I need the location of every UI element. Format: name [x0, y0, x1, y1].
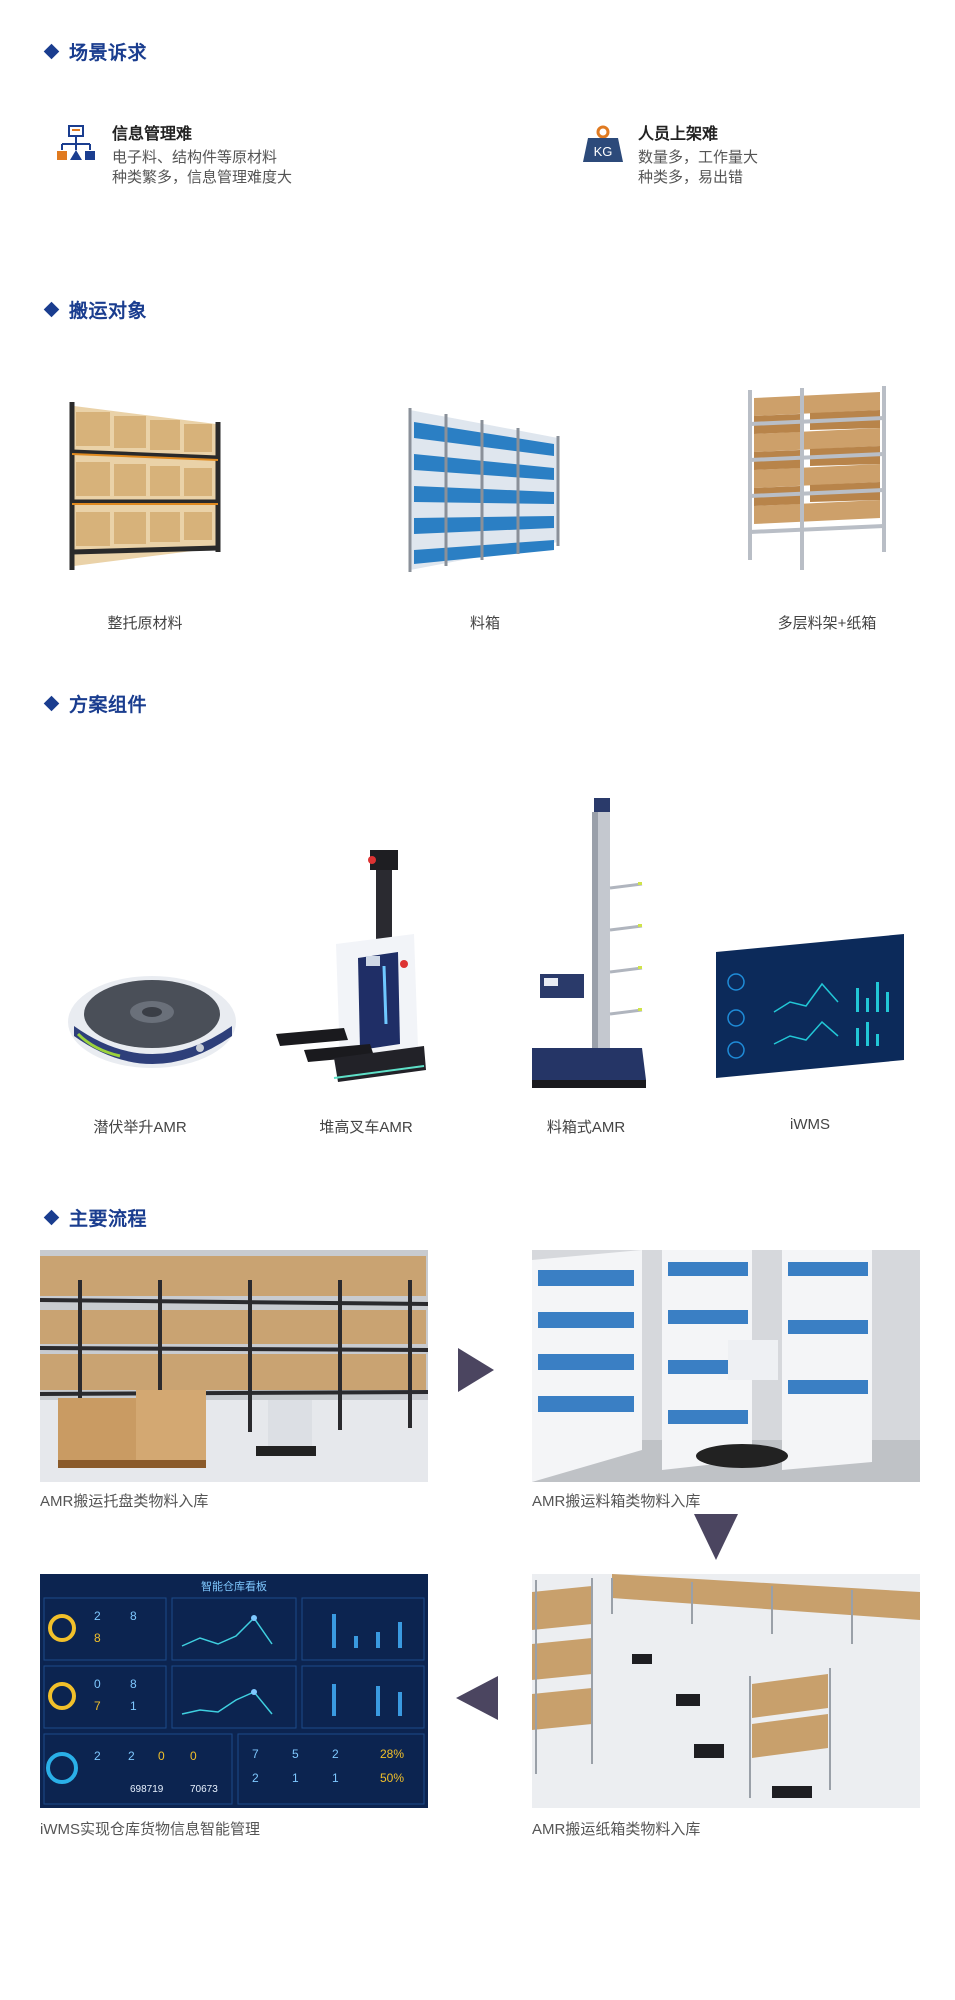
process-bin-image	[532, 1250, 920, 1482]
section-header-objects: 搬运对象	[43, 296, 148, 323]
component-label: iWMS	[790, 1116, 830, 1133]
dashboard-value: 0	[94, 1677, 101, 1691]
section-title: 场景诉求	[69, 43, 148, 64]
pain-point-info: 信息管理难 电子料、结构件等原材料 种类繁多，信息管理难度大	[56, 120, 292, 188]
section-header-process: 主要流程	[43, 1204, 148, 1231]
dashboard-value: 8	[130, 1677, 137, 1691]
iwms-screen-image	[716, 934, 904, 1078]
stacker-forklift-amr-image	[276, 850, 426, 1082]
bin-shelf-image	[408, 408, 560, 572]
section-title: 搬运对象	[69, 301, 148, 322]
component-label: 堆高叉车AMR	[319, 1119, 413, 1136]
arrow-left-icon	[456, 1676, 498, 1720]
pain-title: 人员上架难	[638, 126, 719, 143]
object-label: 料箱	[469, 615, 500, 632]
dashboard-total: 698719	[130, 1784, 164, 1795]
dashboard-value: 8	[94, 1631, 101, 1645]
process-label: AMR搬运纸箱类物料入库	[532, 1821, 701, 1838]
dashboard-value: 2	[252, 1771, 259, 1785]
latent-lifting-amr-image	[68, 976, 236, 1068]
kg-label: KG	[594, 144, 613, 159]
diamond-bullet-icon	[43, 695, 60, 712]
process-label: iWMS实现仓库货物信息智能管理	[40, 1821, 260, 1838]
diamond-bullet-icon	[43, 43, 60, 60]
dashboard-value: 5	[292, 1747, 299, 1761]
section-title: 方案组件	[69, 695, 148, 716]
section-title: 主要流程	[69, 1209, 148, 1230]
pain-desc-line: 数量多，工作量大	[638, 149, 759, 166]
dashboard-value: 50%	[380, 1771, 404, 1785]
dashboard-value: 1	[332, 1771, 339, 1785]
pain-desc-line: 电子料、结构件等原材料	[112, 149, 278, 166]
component-label: 潜伏举升AMR	[93, 1119, 187, 1136]
section-header-components: 方案组件	[43, 690, 148, 717]
process-label: AMR搬运托盘类物料入库	[40, 1493, 209, 1510]
pain-point-staff: KG 人员上架难 数量多，工作量大 种类多，易出错	[582, 120, 758, 188]
diamond-bullet-icon	[43, 1209, 60, 1226]
process-pallet-image	[40, 1250, 428, 1482]
diamond-bullet-icon	[43, 301, 60, 318]
dashboard-value: 0	[158, 1749, 165, 1763]
arrow-down-icon	[694, 1514, 738, 1560]
dashboard-value: 2	[94, 1749, 101, 1763]
dashboard-value: 2	[128, 1749, 135, 1763]
dashboard-value: 0	[190, 1749, 197, 1763]
arrow-right-icon	[458, 1348, 494, 1392]
dashboard-value: 28%	[380, 1747, 404, 1761]
object-label: 整托原材料	[107, 615, 183, 632]
component-label: 料箱式AMR	[546, 1119, 626, 1136]
dashboard-total: 70673	[190, 1784, 218, 1795]
dashboard-value: 1	[130, 1699, 137, 1713]
process-carton-image	[532, 1574, 920, 1808]
dashboard-value: 7	[94, 1699, 101, 1713]
pain-desc-line: 种类多，易出错	[638, 169, 744, 186]
org-chart-icon	[56, 124, 96, 164]
object-label: 多层料架+纸箱	[777, 615, 877, 632]
section-header-scenario: 场景诉求	[43, 38, 148, 65]
bin-type-amr-image	[532, 798, 646, 1088]
kg-weight-icon: KG	[582, 124, 623, 164]
dashboard-value: 2	[332, 1747, 339, 1761]
pain-desc-line: 种类繁多，信息管理难度大	[112, 169, 293, 186]
process-label: AMR搬运料箱类物料入库	[532, 1493, 701, 1510]
dashboard-value: 8	[130, 1609, 137, 1623]
dashboard-value: 1	[292, 1771, 299, 1785]
pain-title: 信息管理难	[112, 126, 193, 143]
dashboard-value: 2	[94, 1609, 101, 1623]
dashboard-value: 7	[252, 1747, 259, 1761]
multi-layer-rack-image	[748, 386, 886, 570]
process-iwms-dashboard-image: 智能仓库看板 2 8 8 0 8 7 1 2 2 0 0 7 5 2 28% 2…	[40, 1574, 428, 1808]
pallet-rack-image	[69, 402, 221, 570]
dashboard-title: 智能仓库看板	[201, 1579, 267, 1593]
